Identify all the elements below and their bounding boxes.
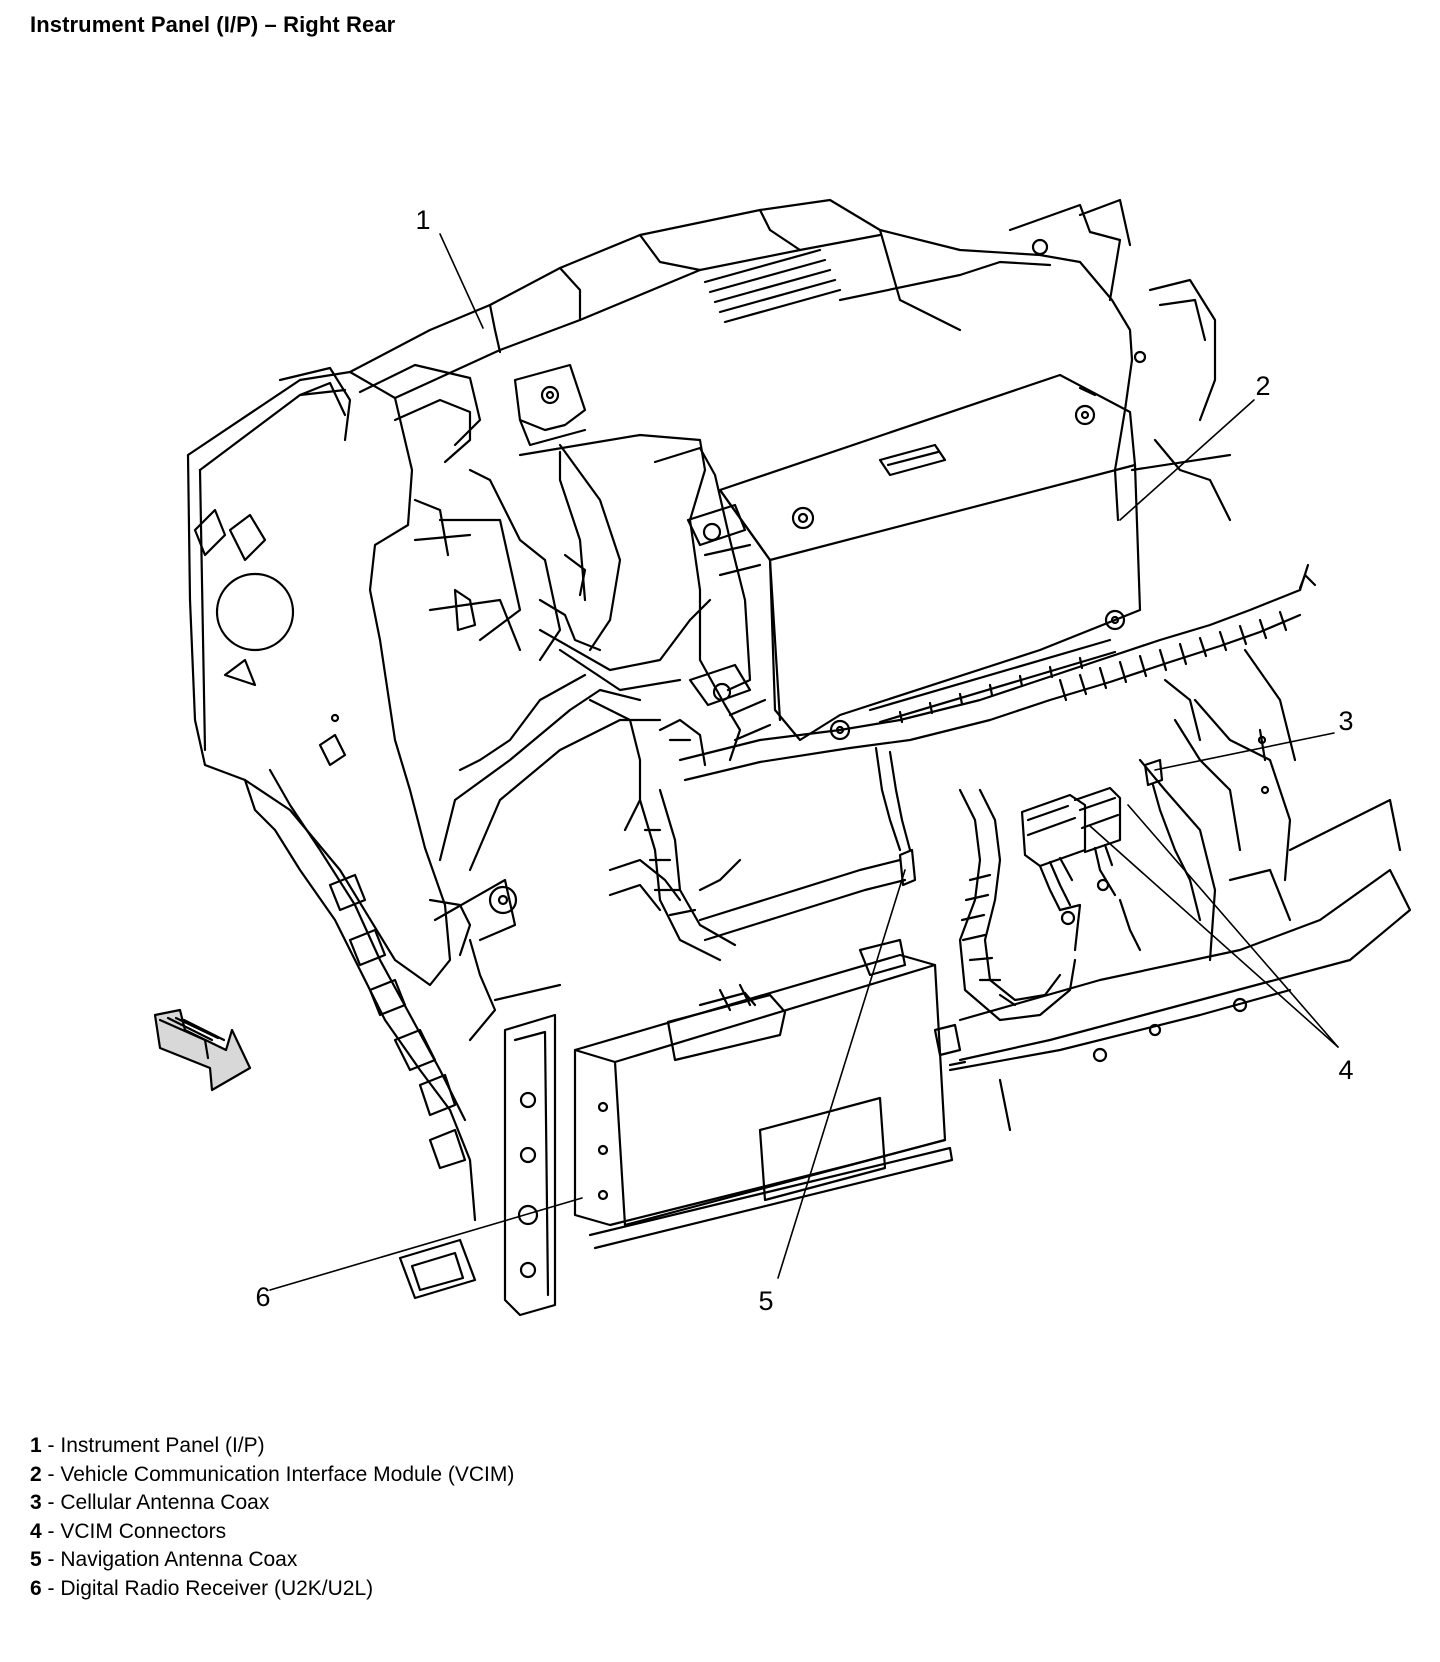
leader-line-4b [1127,804,1339,1048]
legend: 1 - Instrument Panel (I/P) 2 - Vehicle C… [30,1432,514,1603]
callout-3: 3 [1338,706,1353,736]
legend-number: 4 [30,1519,42,1543]
page-title: Instrument Panel (I/P) – Right Rear [30,12,396,37]
legend-item: 2 - Vehicle Communication Interface Modu… [30,1461,514,1490]
legend-number: 1 [30,1434,42,1457]
legend-item: 1 - Instrument Panel (I/P) [30,1432,514,1461]
legend-label: Digital Radio Receiver (U2K/U2L) [60,1576,374,1600]
forward-direction-arrow [153,1008,252,1092]
leader-line-6 [269,1197,583,1291]
leader-line-4a [1089,825,1339,1048]
legend-label: Cellular Antenna Coax [60,1491,270,1514]
legend-separator: - [41,1548,61,1571]
legend-label: VCIM Connectors [60,1519,227,1543]
legend-item: 3 - Cellular Antenna Coax [30,1489,514,1518]
vcim-module-drawing [653,373,1142,742]
instrument-panel-drawing [186,198,1412,1317]
digital-radio-receiver-drawing [573,938,967,1250]
callout-6: 6 [255,1282,270,1312]
callout-1: 1 [415,205,430,235]
leader-line-1 [439,233,484,329]
legend-number: 6 [30,1576,42,1600]
callout-numbers: 1 2 3 4 5 6 [255,205,1353,1316]
legend-label: Navigation Antenna Coax [60,1548,298,1571]
leader-line-3 [1154,732,1335,771]
callout-leader-lines [269,233,1339,1291]
legend-item: 5 - Navigation Antenna Coax [30,1546,514,1575]
callout-2: 2 [1255,371,1270,401]
legend-number: 2 [30,1462,42,1486]
legend-label: Vehicle Communication Interface Module (… [60,1462,515,1486]
callout-5: 5 [758,1286,773,1316]
legend-number: 5 [30,1548,42,1571]
legend-separator: - [41,1434,61,1457]
legend-separator: - [41,1576,61,1600]
legend-separator: - [41,1491,61,1514]
legend-separator: - [41,1519,61,1543]
legend-label: Instrument Panel (I/P) [60,1434,265,1457]
leader-line-2 [1119,399,1255,521]
leader-line-5 [777,869,906,1279]
legend-item: 4 - VCIM Connectors [30,1518,514,1547]
legend-separator: - [41,1462,61,1486]
callout-4: 4 [1338,1055,1353,1085]
legend-item: 6 - Digital Radio Receiver (U2K/U2L) [30,1575,514,1604]
legend-number: 3 [30,1491,42,1514]
wiring-harness-drawing [608,563,1317,1022]
